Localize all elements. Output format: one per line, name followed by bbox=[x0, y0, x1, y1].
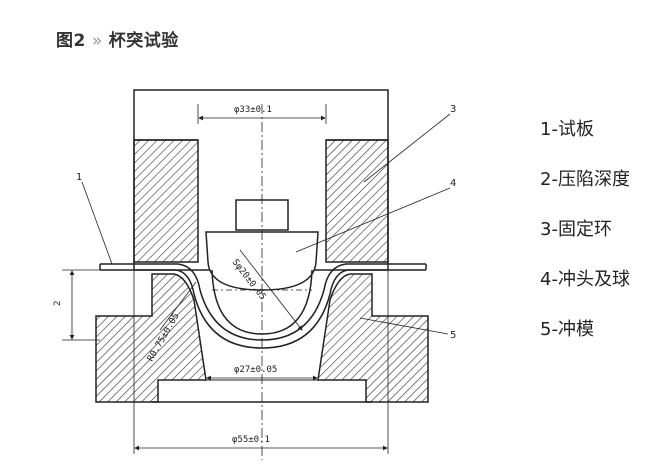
callout-4: 4 bbox=[295, 178, 456, 253]
figure-caption: 杯突试验 bbox=[108, 31, 179, 51]
dim-depth: 2 bbox=[53, 269, 100, 341]
dim-base-width-label: φ55±0.1 bbox=[232, 435, 270, 445]
figure-title: 图2»杯突试验 bbox=[56, 26, 179, 51]
callout-1-label: 1 bbox=[76, 172, 82, 183]
legend-item-punch: 4-冲头及球 bbox=[540, 269, 630, 290]
retaining-ring bbox=[133, 89, 389, 271]
dim-depth-label: 2 bbox=[53, 301, 63, 306]
callout-5-label: 5 bbox=[450, 330, 456, 341]
dim-bottom-width: φ27±0.05 bbox=[206, 365, 318, 381]
dim-base-width: φ55±0.1 bbox=[133, 270, 389, 454]
dim-top-width: φ33±0.1 bbox=[197, 104, 327, 124]
dim-bottom-width-label: φ27±0.05 bbox=[234, 365, 277, 375]
dim-top-width-label: φ33±0.1 bbox=[234, 105, 272, 115]
legend-item-depth: 2-压陷深度 bbox=[540, 169, 630, 190]
legend-item-die: 5-冲模 bbox=[540, 319, 594, 340]
callout-5: 5 bbox=[359, 317, 456, 341]
figure-number: 图2 bbox=[56, 31, 86, 51]
ring-left-section bbox=[133, 139, 199, 263]
callout-4-label: 4 bbox=[450, 178, 456, 189]
callout-3-label: 3 bbox=[450, 104, 456, 115]
legend: 1-试板 2-压陷深度 3-固定环 4-冲头及球 5-冲模 bbox=[540, 118, 630, 368]
legend-item-plate: 1-试板 bbox=[540, 119, 594, 140]
callout-3: 3 bbox=[363, 104, 456, 183]
callout-1: 1 bbox=[76, 172, 113, 265]
ring-right-section bbox=[325, 139, 389, 263]
title-separator: » bbox=[91, 31, 103, 51]
legend-item-ring: 3-固定环 bbox=[540, 219, 612, 240]
